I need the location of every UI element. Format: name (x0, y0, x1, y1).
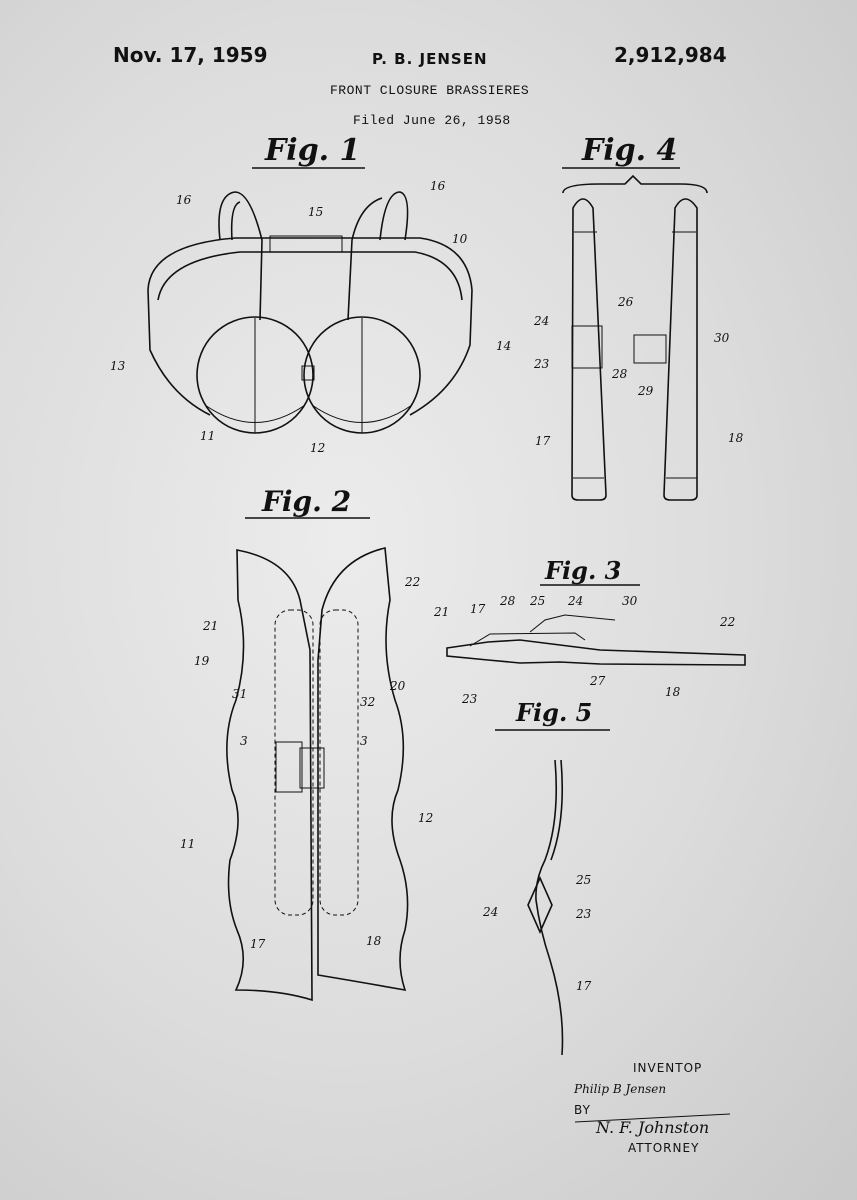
ref-26: 26 (617, 295, 634, 309)
ref-17-f5: 17 (576, 979, 592, 993)
ref-30-f3: 30 (622, 594, 638, 608)
ref-24-f5: 24 (482, 905, 498, 919)
ref-10: 10 (452, 232, 468, 246)
ref-21-f2: 21 (202, 619, 218, 633)
ref-16b: 16 (430, 179, 446, 193)
ref-31: 31 (232, 687, 247, 701)
inventor-name: Philip B Jensen (574, 1082, 667, 1096)
ref-3b: 3 (360, 734, 368, 748)
ref-22-f2: 22 (404, 575, 420, 589)
ref-12-f2: 12 (418, 811, 433, 825)
ref-15: 15 (308, 205, 323, 219)
patent-title: FRONT CLOSURE BRASSIERES (330, 83, 530, 98)
ref-18-f4: 18 (728, 431, 744, 445)
ref-30-f4: 30 (714, 331, 730, 345)
ref-24-f4: 24 (533, 314, 549, 328)
ref-27: 27 (589, 674, 606, 688)
ref-29: 29 (637, 384, 654, 398)
ref-25-f5: 25 (575, 873, 591, 887)
ref-3a: 3 (240, 734, 248, 748)
fig1-label: Fig. 1 (265, 133, 361, 168)
ref-17-f4: 17 (535, 434, 551, 448)
patent-number: 2,912,984 (614, 43, 727, 67)
ref-18-f2: 18 (366, 934, 382, 948)
inventor-header: P. B. JENSEN (372, 50, 488, 68)
fig3-drawing: 21 17 28 25 24 30 22 23 27 18 (433, 594, 746, 706)
fig2-label: Fig. 2 (262, 485, 352, 518)
inventor-label: INVENTOP (633, 1061, 703, 1075)
fig4-drawing: 24 23 26 30 28 29 17 18 (533, 198, 744, 501)
ref-18-f3: 18 (665, 685, 681, 699)
fig2-drawing: 21 19 31 3 11 17 22 20 32 3 12 18 (180, 547, 433, 1002)
ref-14: 14 (496, 339, 511, 353)
ref-23-f3: 23 (461, 692, 478, 706)
ref-11-f2: 11 (180, 837, 195, 851)
fig5-drawing: 25 24 23 17 (482, 759, 592, 1056)
ref-28-f4: 28 (611, 367, 628, 381)
patent-date: Nov. 17, 1959 (113, 43, 268, 67)
ref-17-f2: 17 (250, 937, 266, 951)
ref-25-f3: 25 (529, 594, 545, 608)
ref-16a: 16 (176, 193, 192, 207)
attorney-label: ATTORNEY (628, 1141, 700, 1155)
fig5-label: Fig. 5 (516, 698, 593, 727)
ref-23-f5: 23 (575, 907, 592, 921)
ref-22-f3: 22 (719, 615, 735, 629)
caption-underlines (245, 167, 708, 731)
filed-date: Filed June 26, 1958 (353, 113, 511, 128)
ref-13: 13 (110, 359, 126, 373)
ref-20: 20 (389, 679, 406, 693)
fig3-label: Fig. 3 (545, 556, 622, 585)
fig1-drawing: 16 16 15 10 13 14 11 12 (110, 179, 511, 455)
ref-11: 11 (200, 429, 215, 443)
ref-17-f3: 17 (470, 602, 486, 616)
ref-12: 12 (310, 441, 325, 455)
ref-32: 32 (360, 695, 375, 709)
ref-21-f3: 21 (433, 605, 449, 619)
ref-24-f3: 24 (567, 594, 583, 608)
ref-23-f4: 23 (533, 357, 550, 371)
by-label: BY (574, 1103, 591, 1117)
attorney-signature: N. F. Johnston (596, 1118, 710, 1137)
ref-28-f3: 28 (499, 594, 516, 608)
fig4-label: Fig. 4 (582, 133, 678, 168)
ref-19: 19 (194, 654, 210, 668)
